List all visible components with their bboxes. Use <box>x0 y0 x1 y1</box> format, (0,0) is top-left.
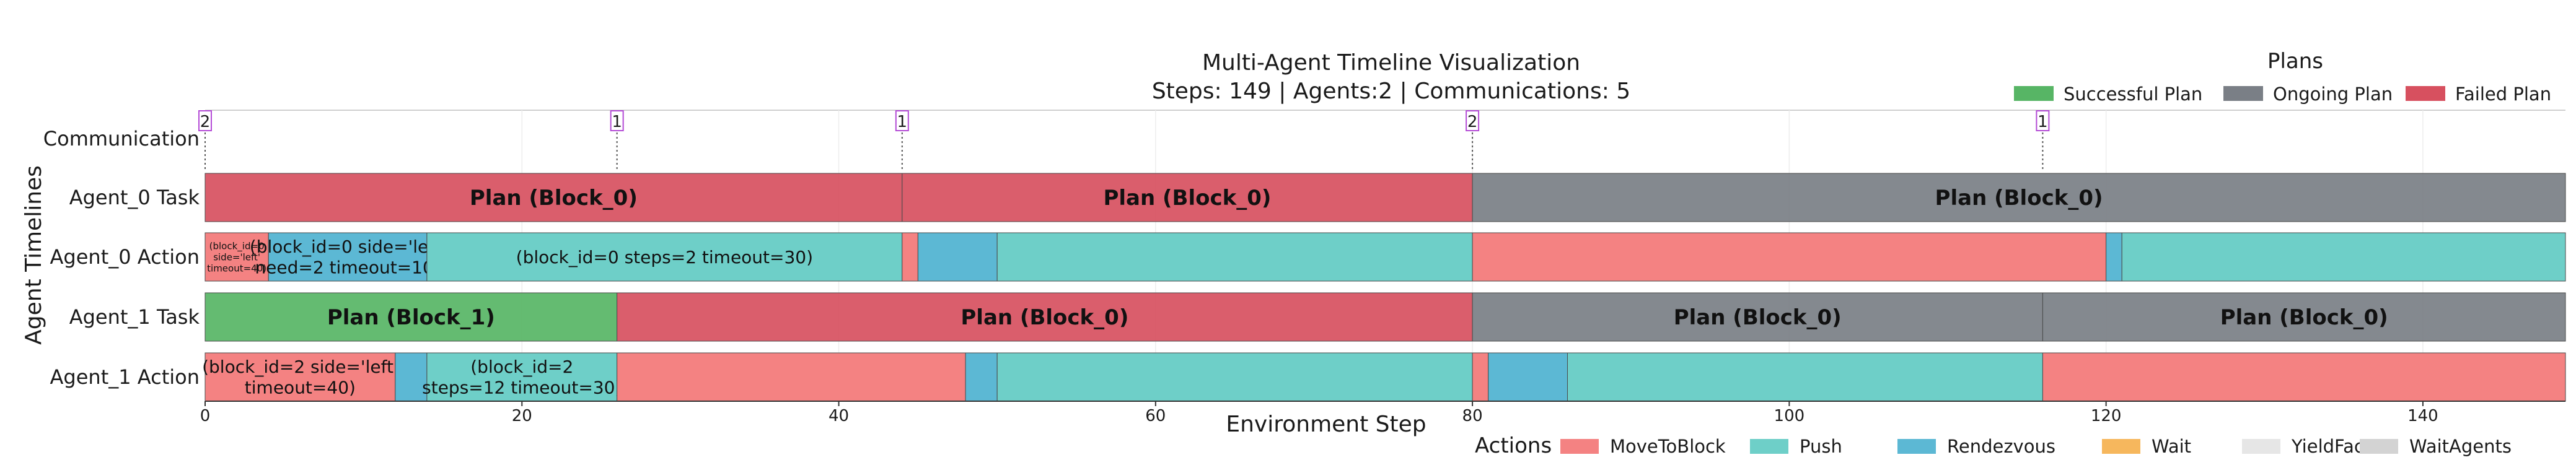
task-bar <box>1472 292 2043 342</box>
actions-legend-label: Wait <box>2152 436 2191 457</box>
plans-legend-title: Plans <box>2267 49 2323 74</box>
task-bar-label: Plan (Block_0) <box>1674 305 1842 330</box>
x-tick-label: 120 <box>2091 407 2122 425</box>
actions-legend-swatch <box>2242 439 2280 454</box>
x-tick-label: 40 <box>829 407 849 425</box>
action-bar <box>2121 232 2566 282</box>
actions-legend-label: Rendezvous <box>1947 436 2055 457</box>
plans-legend-label: Ongoing Plan <box>2273 84 2393 105</box>
action-bar-label: need=2 timeout=10) <box>255 258 440 278</box>
action-bar <box>917 232 998 282</box>
row-label: Agent_0 Task <box>69 186 200 209</box>
action-bar-label: (block_id=0 <box>209 240 265 252</box>
communication-marker <box>198 110 212 131</box>
action-bar <box>1472 232 2107 282</box>
task-bar-label: Plan (Block_1) <box>327 305 495 330</box>
communication-marker <box>895 110 909 131</box>
plans-legend-swatch <box>2406 86 2445 101</box>
task-bar-label: Plan (Block_0) <box>961 305 1128 330</box>
chart-title: Multi-Agent Timeline Visualization <box>1202 50 1580 76</box>
y-axis-label: Agent Timelines <box>21 165 46 345</box>
action-bar <box>426 352 618 402</box>
row-label: Agent_1 Action <box>50 365 200 389</box>
x-tick-label: 20 <box>512 407 532 425</box>
task-bar-label: Plan (Block_0) <box>470 186 638 210</box>
actions-legend-swatch <box>1560 439 1599 454</box>
x-axis-label: Environment Step <box>1226 412 1426 437</box>
action-bar-label: timeout=40) <box>207 263 266 274</box>
communication-count: 2 <box>200 113 211 131</box>
chart-subtitle: Steps: 149 | Agents:2 | Communications: … <box>1152 79 1630 104</box>
action-bar-label: (block_id=0 steps=2 timeout=30) <box>516 247 813 267</box>
actions-legend-swatch <box>1897 439 1936 454</box>
task-bar <box>1472 173 2566 222</box>
action-bar <box>2042 352 2566 402</box>
row-label: Agent_0 Action <box>50 245 200 269</box>
action-bar-label: timeout=40) <box>245 378 356 398</box>
action-bar <box>204 352 396 402</box>
communication-count: 2 <box>1467 113 1478 131</box>
communication-count: 1 <box>2038 113 2048 131</box>
x-tick-label: 0 <box>200 407 211 425</box>
actions-legend-label: WaitAgents <box>2409 436 2512 457</box>
task-bar-label: Plan (Block_0) <box>1935 186 2103 210</box>
action-bar <box>1472 352 1489 402</box>
action-bar <box>965 352 998 402</box>
communication-marker <box>2036 110 2050 131</box>
action-bar <box>268 232 428 282</box>
row-label: Communication <box>43 127 200 150</box>
action-bar <box>902 232 918 282</box>
task-bar <box>902 173 1473 222</box>
actions-legend-label: MoveToBlock <box>1610 436 1726 457</box>
communication-count: 1 <box>612 113 622 131</box>
task-bar-label: Plan (Block_0) <box>1103 186 1271 210</box>
action-bar <box>996 232 1473 282</box>
action-bar-label: side='left' <box>213 251 260 263</box>
actions-legend-swatch <box>2360 439 2398 454</box>
communication-marker <box>610 110 624 131</box>
action-bar-label: (block_id=2 side='left' <box>202 357 398 377</box>
action-bar <box>996 352 1473 402</box>
plans-legend-label: Successful Plan <box>2064 84 2202 105</box>
actions-legend-title: Actions <box>1475 433 1552 458</box>
action-bar <box>1567 352 2043 402</box>
task-bar-label: Plan (Block_0) <box>2220 305 2388 330</box>
communication-count: 1 <box>897 113 908 131</box>
x-tick-label: 100 <box>1774 407 1805 425</box>
x-tick-label: 80 <box>1462 407 1483 425</box>
actions-legend-label: Push <box>1800 436 1842 457</box>
x-tick-label: 60 <box>1145 407 1166 425</box>
plans-legend-label: Failed Plan <box>2455 84 2551 105</box>
x-tick-label: 140 <box>2407 407 2438 425</box>
task-bar <box>204 173 903 222</box>
row-label: Agent_1 Task <box>69 305 200 329</box>
action-bar-label: (block_id=0 side='left' <box>250 237 446 257</box>
action-bar <box>617 352 966 402</box>
action-bar <box>1488 352 1568 402</box>
actions-legend-swatch <box>1750 439 1788 454</box>
task-bar <box>2042 292 2566 342</box>
action-bar <box>2106 232 2122 282</box>
plans-legend-swatch <box>2014 86 2054 101</box>
actions-legend-swatch <box>2102 439 2140 454</box>
action-bar <box>204 232 269 282</box>
action-bar <box>426 232 903 282</box>
action-bar-label: steps=12 timeout=30) <box>422 378 622 398</box>
plans-legend-swatch <box>2223 86 2263 101</box>
communication-marker <box>1466 110 1480 131</box>
action-bar-label: (block_id=2 <box>470 357 573 377</box>
